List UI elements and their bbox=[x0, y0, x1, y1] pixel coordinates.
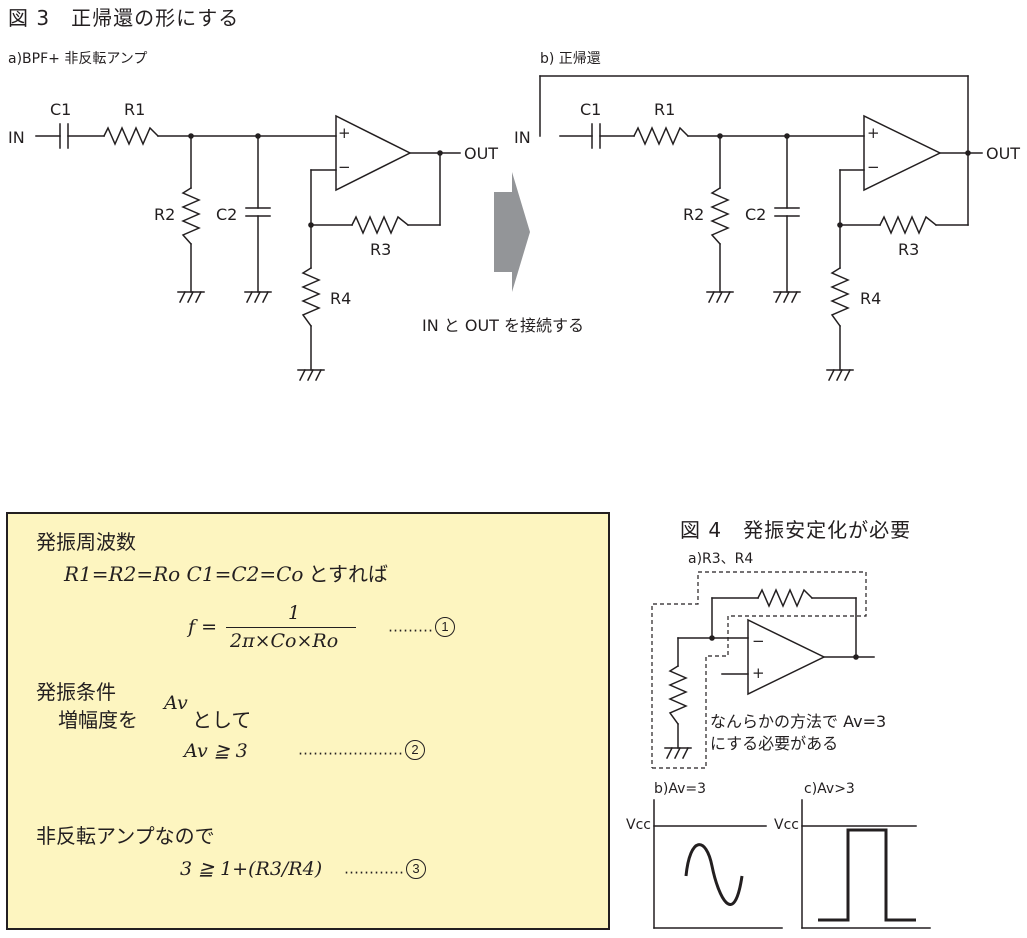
fig3-title: 図 3 正帰還の形にする bbox=[8, 6, 240, 30]
fig4-circuit-wires bbox=[677, 597, 875, 749]
b-c2-label: C2 bbox=[745, 205, 767, 224]
fig4c-axes bbox=[801, 799, 931, 929]
eq1-number: 1 bbox=[435, 617, 455, 637]
junction-dots bbox=[188, 133, 971, 660]
a-out-label: OUT bbox=[464, 144, 499, 163]
b-minus-sign: − bbox=[867, 158, 880, 176]
fig4c-square-wave bbox=[818, 828, 916, 922]
capacitor-c1-b bbox=[591, 123, 601, 149]
circuit-b-wires bbox=[539, 75, 983, 371]
fig4-resistor-r3 bbox=[756, 588, 814, 608]
resistor-r3-a bbox=[350, 215, 410, 235]
component-condition-formula: R1=R2=Ro C1=C2=Co bbox=[64, 562, 304, 586]
eq2-number: 2 bbox=[405, 740, 425, 760]
transform-arrow bbox=[494, 172, 530, 292]
ground-r4-a bbox=[297, 368, 325, 382]
fig4-vcc-c: Vcc bbox=[774, 817, 799, 833]
formula-box bbox=[6, 512, 610, 930]
fraction-bar bbox=[226, 627, 356, 628]
fig4-panel-b-label: b)Av=3 bbox=[654, 781, 707, 797]
fig4-resistor-r4 bbox=[668, 664, 688, 726]
capacitor-c2-a bbox=[245, 207, 271, 217]
eq2-leader: …………………2 bbox=[298, 740, 425, 760]
eq3-dots: ………… bbox=[344, 859, 404, 878]
ground-c2-a bbox=[244, 290, 272, 304]
ground-c2-b bbox=[773, 290, 801, 304]
circuit-a-wires bbox=[35, 135, 461, 371]
capacitor-c2-b bbox=[774, 207, 800, 217]
opamp-a bbox=[335, 114, 412, 192]
component-condition: R1=R2=Ro C1=C2=Co とすれば bbox=[64, 558, 388, 587]
osc-cond-heading: 発振条件 bbox=[36, 680, 116, 704]
arrow-caption: IN と OUT を接続する bbox=[422, 316, 585, 335]
ineq2-formula: Av ≧ 3 bbox=[184, 740, 248, 762]
a-c2-label: C2 bbox=[216, 205, 238, 224]
fig4-vcc-b: Vcc bbox=[626, 817, 651, 833]
fig4-title: 図 4 発振安定化が必要 bbox=[680, 518, 912, 542]
fig4b-sine-wave bbox=[684, 843, 744, 906]
a-in-label: IN bbox=[8, 128, 25, 147]
b-plus-sign: + bbox=[867, 124, 880, 142]
gain-variable: Av bbox=[164, 692, 188, 714]
gain-text-1: 増幅度を bbox=[58, 708, 138, 732]
a-r4-label: R4 bbox=[330, 289, 352, 308]
b-c1-label: C1 bbox=[580, 100, 602, 119]
opamp-b bbox=[863, 114, 942, 192]
fig4-opamp bbox=[747, 618, 826, 696]
a-minus-sign: − bbox=[338, 158, 351, 176]
resistor-r3-b bbox=[878, 215, 938, 235]
a-r2-label: R2 bbox=[154, 205, 176, 224]
ground-r2-a bbox=[177, 290, 205, 304]
gain-text-2: として bbox=[192, 708, 252, 732]
b-out-label: OUT bbox=[986, 144, 1021, 163]
a-r3-label: R3 bbox=[370, 240, 392, 259]
resistor-r1-a bbox=[102, 126, 160, 146]
freq-formula-lhs: f = bbox=[188, 616, 217, 638]
fig4-panel-c-label: c)Av>3 bbox=[804, 781, 855, 797]
b-r1-label: R1 bbox=[654, 100, 676, 119]
resistor-r2-a bbox=[181, 186, 201, 246]
fig3-panel-b-label: b) 正帰還 bbox=[540, 51, 601, 67]
freq-formula-denominator: 2π×Co×Ro bbox=[230, 630, 339, 652]
eq1-leader: ………1 bbox=[388, 617, 455, 637]
a-r1-label: R1 bbox=[124, 100, 146, 119]
eq2-dots: ………………… bbox=[298, 740, 403, 759]
osc-freq-heading: 発振周波数 bbox=[36, 530, 136, 554]
b-r4-label: R4 bbox=[860, 289, 882, 308]
fig4-note-line1: なんらかの方法で Av=3 bbox=[710, 712, 887, 731]
fig4b-axes bbox=[653, 799, 783, 929]
ground-r4-b bbox=[826, 368, 854, 382]
fig4-panel-a-label: a)R3、R4 bbox=[688, 551, 754, 567]
fig4-note-line2: にする必要がある bbox=[710, 734, 839, 753]
resistor-r2-b bbox=[710, 186, 730, 246]
fig4-minus-sign: − bbox=[752, 632, 765, 650]
ground-r2-b bbox=[706, 290, 734, 304]
capacitor-c1-a bbox=[59, 123, 69, 149]
fig4-dashed-outline bbox=[651, 571, 867, 769]
fig3-panel-a-label: a)BPF+ 非反転アンプ bbox=[8, 51, 148, 67]
eq1-dots: ……… bbox=[388, 617, 433, 636]
resistor-r1-b bbox=[632, 126, 690, 146]
a-plus-sign: + bbox=[338, 124, 351, 142]
fig4-ground bbox=[664, 746, 692, 760]
ineq3-formula: 3 ≧ 1+(R3/R4) bbox=[180, 858, 323, 880]
resistor-r4-b bbox=[830, 266, 850, 328]
resistor-r4-a bbox=[301, 266, 321, 328]
eq3-number: 3 bbox=[406, 859, 426, 879]
component-condition-text: とすれば bbox=[308, 562, 388, 586]
b-in-label: IN bbox=[514, 128, 531, 147]
a-c1-label: C1 bbox=[50, 100, 72, 119]
eq3-leader: …………3 bbox=[344, 859, 426, 879]
freq-formula-numerator: 1 bbox=[288, 602, 301, 624]
b-r2-label: R2 bbox=[683, 205, 705, 224]
fig4-plus-sign: + bbox=[752, 664, 765, 682]
noninv-heading: 非反転アンプなので bbox=[36, 824, 215, 848]
b-r3-label: R3 bbox=[898, 240, 920, 259]
